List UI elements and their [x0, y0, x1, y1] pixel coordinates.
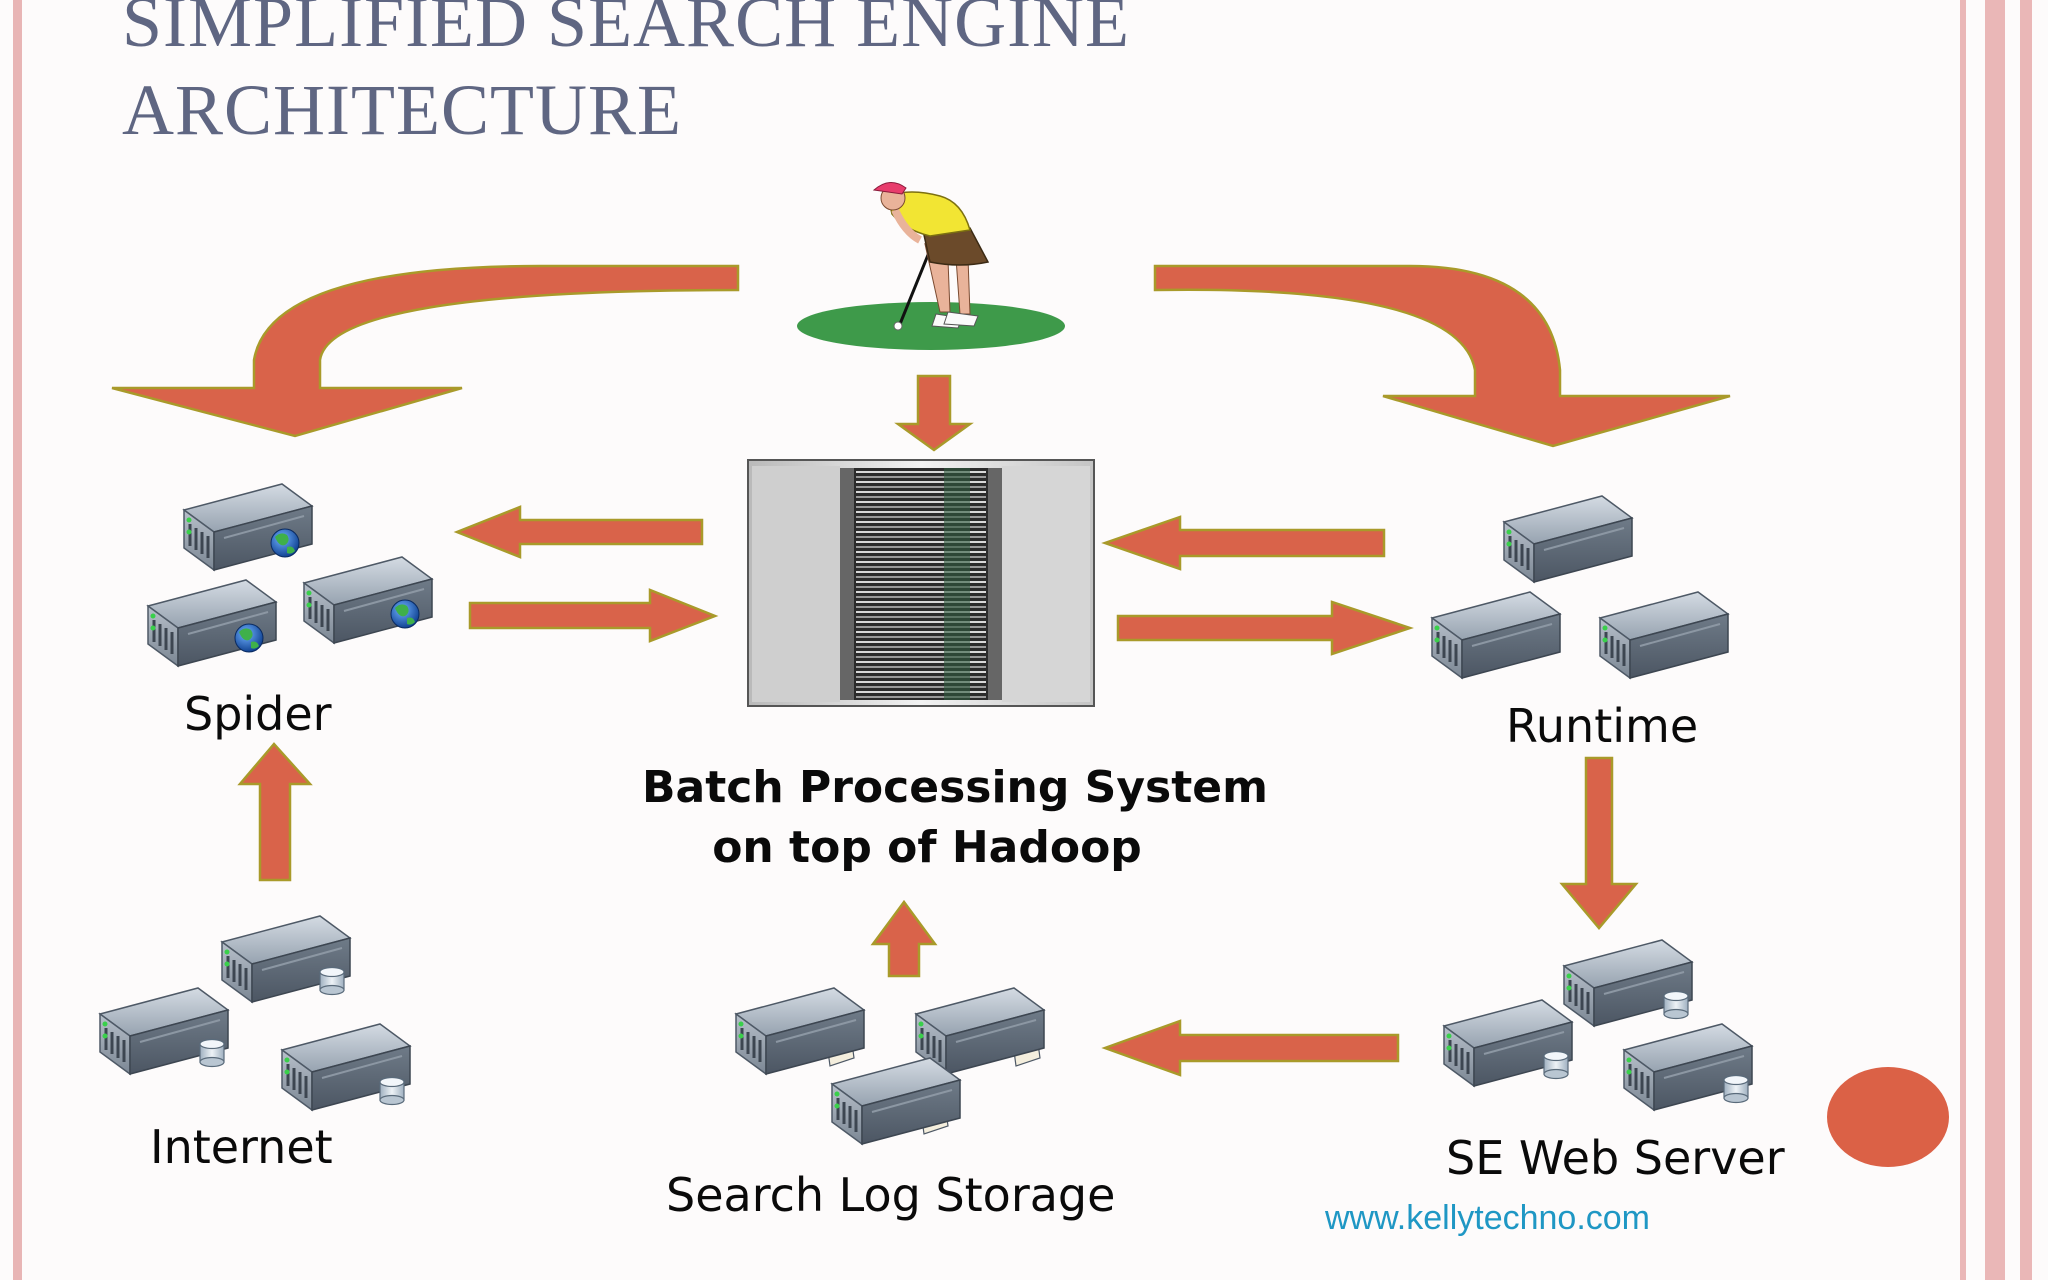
globe-icon [270, 528, 300, 558]
web-server-icon [1598, 590, 1730, 680]
spider-server-group [146, 482, 434, 668]
se-web-server-label: SE Web Server [1446, 1131, 1785, 1185]
web-server-icon [182, 482, 314, 572]
search-log-server-group [734, 986, 1046, 1146]
arrow-spider-to-batch [468, 588, 719, 643]
arrow-runtime-to-batch [1101, 515, 1386, 571]
curved-arrow-to-runtime [1153, 264, 1731, 448]
web-server-icon [1430, 590, 1562, 680]
hadoop-cluster-rack [747, 459, 1095, 707]
website-link[interactable]: www.kellytechno.com [1325, 1199, 1651, 1237]
arrow-golfer-to-batch [894, 374, 974, 452]
batch-processing-label: Batch Processing System on top of Hadoop [642, 758, 1268, 878]
globe-icon [234, 623, 264, 653]
globe-icon [390, 599, 420, 629]
database-icon [1663, 990, 1689, 1020]
database-icon [199, 1038, 225, 1068]
database-icon [379, 1076, 405, 1106]
storage-server-icon [830, 1056, 962, 1146]
arrow-batch-to-spider [453, 505, 704, 559]
title-line-2: ARCHITECTURE [122, 70, 682, 150]
database-icon [1543, 1050, 1569, 1080]
arrow-batch-to-runtime [1116, 600, 1414, 656]
internet-label: Internet [150, 1120, 333, 1174]
database-icon [319, 966, 345, 996]
right-border-stripe [1960, 0, 1966, 1280]
runtime-label: Runtime [1506, 699, 1699, 753]
batch-label-line-1: Batch Processing System [642, 762, 1268, 813]
web-server-icon [302, 555, 434, 645]
arrow-internet-to-spider [237, 742, 313, 882]
golfer-illustration [797, 182, 1065, 350]
right-border-stripe [2020, 0, 2032, 1280]
arrow-runtime-to-se-web [1559, 756, 1639, 930]
left-border-stripe [13, 0, 22, 1280]
arrow-search-log-to-batch [870, 899, 938, 978]
runtime-server-group [1430, 494, 1730, 680]
accent-circle [1827, 1067, 1949, 1167]
database-icon [1723, 1074, 1749, 1104]
right-border-stripe [1985, 0, 2005, 1280]
internet-server-group [98, 914, 412, 1112]
web-server-icon [146, 578, 278, 668]
slide-title: SIMPLIFIED SEARCH ENGINE ARCHITECTURE [122, 0, 1522, 154]
arrow-se-web-to-search-log [1101, 1019, 1400, 1077]
se-web-server-group [1442, 938, 1754, 1112]
web-server-icon [1502, 494, 1634, 584]
title-line-1: SIMPLIFIED SEARCH ENGINE [122, 0, 1131, 62]
search-log-storage-label: Search Log Storage [666, 1168, 1116, 1222]
batch-label-line-2: on top of Hadoop [712, 822, 1142, 873]
curved-arrow-to-spider [111, 264, 740, 438]
spider-label: Spider [184, 687, 332, 741]
